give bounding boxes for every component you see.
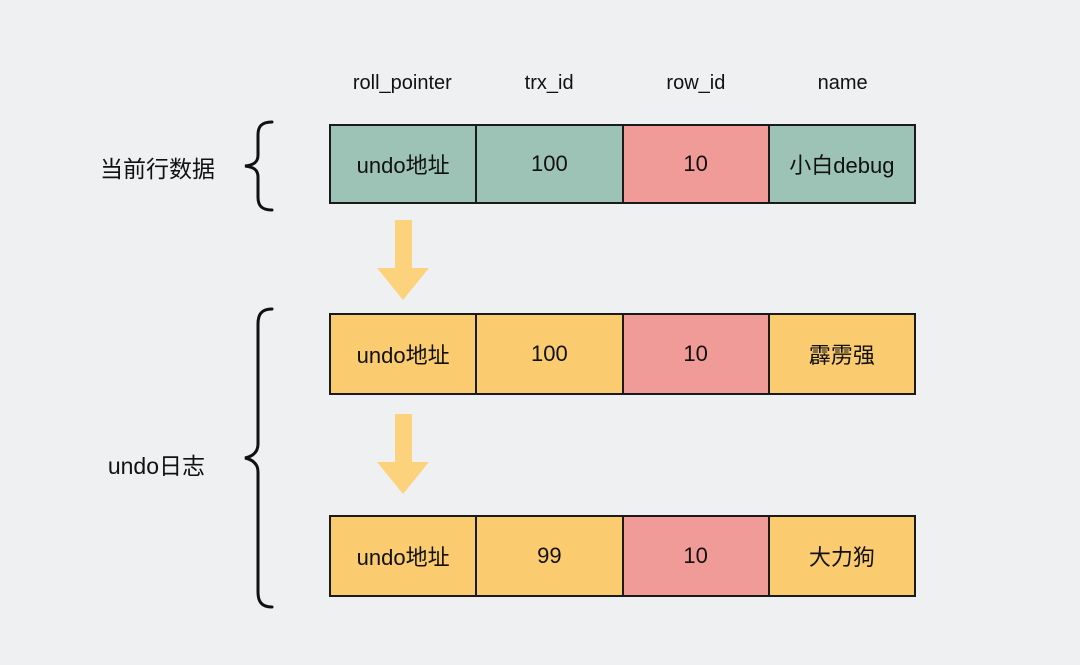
cell-current-name: 小白debug [769,126,914,202]
cell-undo1-roll-pointer: undo地址 [331,315,478,393]
cell-current-row-id: 10 [623,126,770,202]
column-header-row-id: row_id [666,72,726,94]
arrow-head [377,268,429,300]
current-row-table: undo地址 100 10 小白debug [329,124,916,204]
column-header-roll-pointer: roll_pointer [352,72,452,94]
undo-log-label: undo日志 [107,453,205,479]
undo-log-row-2: undo地址 99 10 大力狗 [329,515,916,597]
cell-undo1-name: 霹雳强 [769,315,914,393]
column-header-name: name [817,72,868,94]
cell-current-roll-pointer: undo地址 [331,126,478,202]
arrow-shaft [394,414,412,462]
current-row-brace [241,119,275,213]
curly-brace-icon [244,120,274,212]
undo-log-row-1: undo地址 100 10 霹雳强 [329,313,916,395]
cell-undo1-trx-id: 100 [477,315,624,393]
column-headers: roll_pointer trx_id row_id name [329,72,916,95]
undo-log-brace [241,306,275,610]
arrow-head [377,462,429,494]
cell-undo1-row-id: 10 [623,315,770,393]
current-row-label: 当前行数据 [100,156,215,182]
arrow-shaft [394,220,412,268]
cell-undo2-trx-id: 99 [477,517,624,595]
cell-undo2-name: 大力狗 [769,517,914,595]
down-arrow-icon [377,414,429,494]
cell-undo2-roll-pointer: undo地址 [331,517,478,595]
cell-undo2-row-id: 10 [623,517,770,595]
column-header-trx-id: trx_id [524,72,574,94]
down-arrow-icon [377,220,429,300]
curly-brace-icon [244,307,274,609]
cell-current-trx-id: 100 [477,126,624,202]
